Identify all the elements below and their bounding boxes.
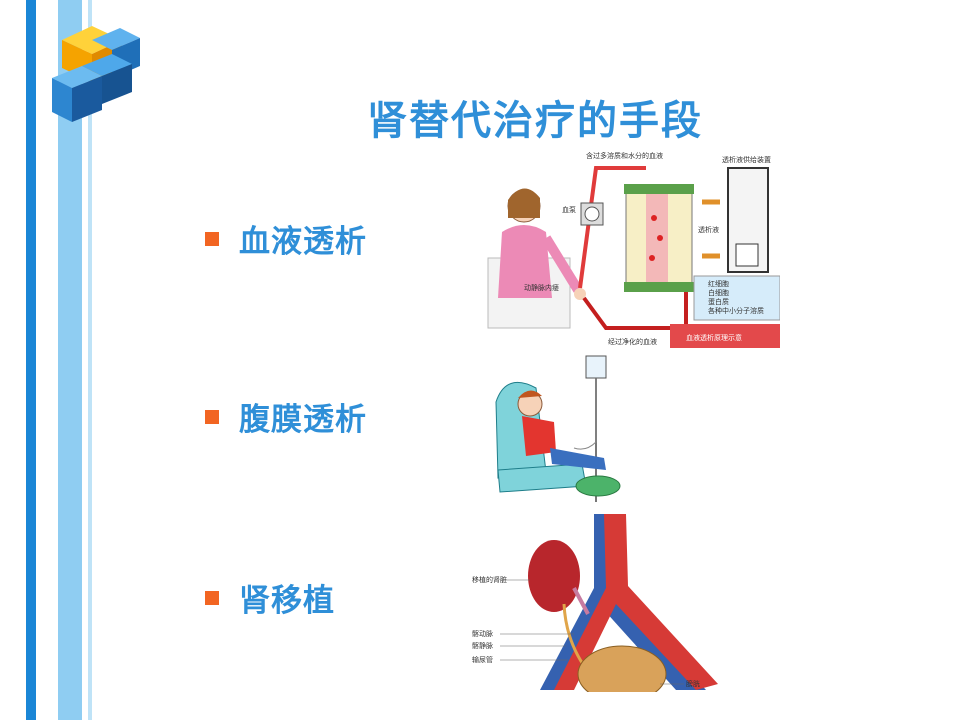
transplant-label: 髂静脉	[472, 641, 493, 650]
cube-logo	[42, 22, 142, 134]
page-title: 肾替代治疗的手段	[367, 98, 703, 144]
top-label: 含过多溶质和水分的血液	[586, 151, 663, 160]
transplant-label: 移植的肾脏	[472, 575, 507, 584]
bullet-peritoneal-dialysis: 腹膜透析	[205, 394, 367, 439]
clean-blood-label: 经过净化的血液	[608, 337, 657, 346]
peritoneal-dialysis-illustration	[486, 352, 642, 506]
bullet-marker	[205, 409, 219, 424]
bullet-label: 血液透析	[239, 224, 367, 260]
hemodialysis-diagram: 含过多溶质和水分的血液 透析液供给装置 血泵 透析液 动静脉内瘘 经过净化的血液…	[486, 148, 780, 350]
bullet-marker	[205, 590, 219, 605]
legend-item: 蛋白质	[708, 297, 729, 306]
fistula-label: 动静脉内瘘	[524, 283, 559, 292]
dialysate-label: 透析液	[698, 225, 719, 234]
left-stripe-dark	[26, 0, 36, 720]
transplant-label: 髂动脉	[472, 629, 493, 638]
bullet-label: 肾移植	[239, 583, 335, 619]
pump-label: 血泵	[562, 205, 576, 214]
device-label: 透析液供给装置	[722, 155, 771, 164]
kidney-transplant-diagram: 移植的肾脏 髂动脉 髂静脉 输尿管 膀胱	[470, 514, 720, 692]
transplant-label: 膀胱	[686, 679, 700, 688]
bullet-label: 腹膜透析	[239, 402, 367, 438]
left-stripe-thin	[88, 0, 92, 720]
bullet-hemodialysis: 血液透析	[205, 216, 367, 261]
diagram-caption: 血液透析原理示意	[686, 333, 742, 342]
legend-item: 红细胞	[708, 279, 729, 288]
legend-item: 各种中小分子溶质	[708, 306, 764, 315]
transplant-label: 输尿管	[472, 655, 493, 664]
legend-item: 白细胞	[708, 288, 729, 297]
bullet-marker	[205, 231, 219, 246]
bullet-kidney-transplant: 肾移植	[205, 575, 335, 620]
